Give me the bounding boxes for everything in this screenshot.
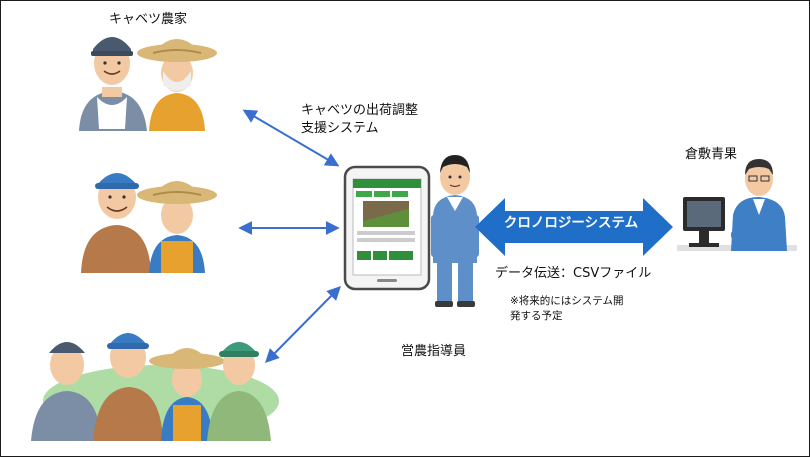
label-arrow-system: クロノロジーシステム xyxy=(503,215,639,231)
label-customer: 倉敷青果 xyxy=(685,147,738,162)
advisor-icon xyxy=(431,155,479,307)
link-arrow-top xyxy=(242,109,340,167)
label-advisor: 営農指導員 xyxy=(401,344,467,359)
farmer-pair-icon xyxy=(81,173,217,273)
label-note-line2: 発する予定 xyxy=(510,310,563,322)
label-system-line2: 支援システム xyxy=(301,121,379,136)
label-data-transfer: データ伝送：CSVファイル xyxy=(495,266,652,281)
farmer-group-icon xyxy=(31,333,279,441)
smartphone-icon xyxy=(343,165,431,291)
office-worker-icon xyxy=(677,159,797,251)
label-note-line1: ※将来的にはシステム開 xyxy=(510,295,624,307)
double-arrow-shape xyxy=(475,198,673,256)
farmer-couple-icon xyxy=(79,37,217,131)
label-system-line1: キャベツの出荷調整 xyxy=(301,103,419,118)
link-arrow-bottom xyxy=(265,286,341,363)
label-farmers: キャベツ農家 xyxy=(109,12,188,27)
